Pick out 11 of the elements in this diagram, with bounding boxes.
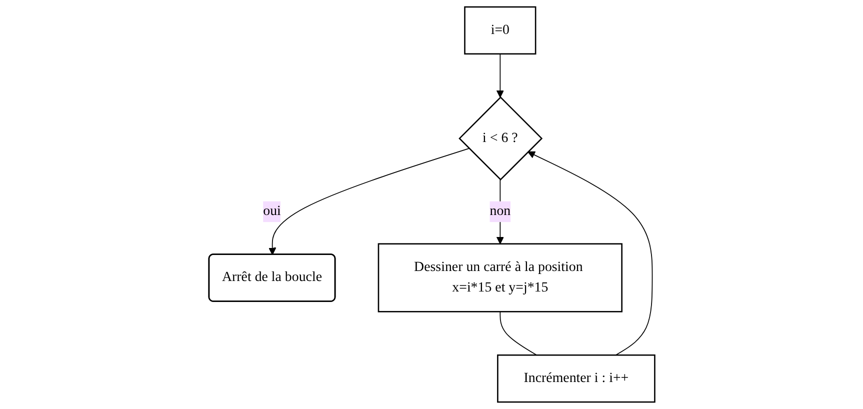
node-box: i=0 [464, 6, 536, 55]
arrow [496, 179, 504, 244]
arrow [268, 148, 470, 256]
connector [499, 311, 537, 356]
node-box: Dessiner un carré à la position x=i*15 et y=j*15 [378, 243, 622, 312]
node-box: Incrémenter i : i++ [496, 354, 656, 403]
edge-label: oui [262, 204, 281, 219]
edge-label: non [489, 204, 510, 219]
node-diamond: i < 6 ? [458, 96, 542, 180]
arrow [527, 151, 652, 356]
arrow [496, 53, 504, 98]
